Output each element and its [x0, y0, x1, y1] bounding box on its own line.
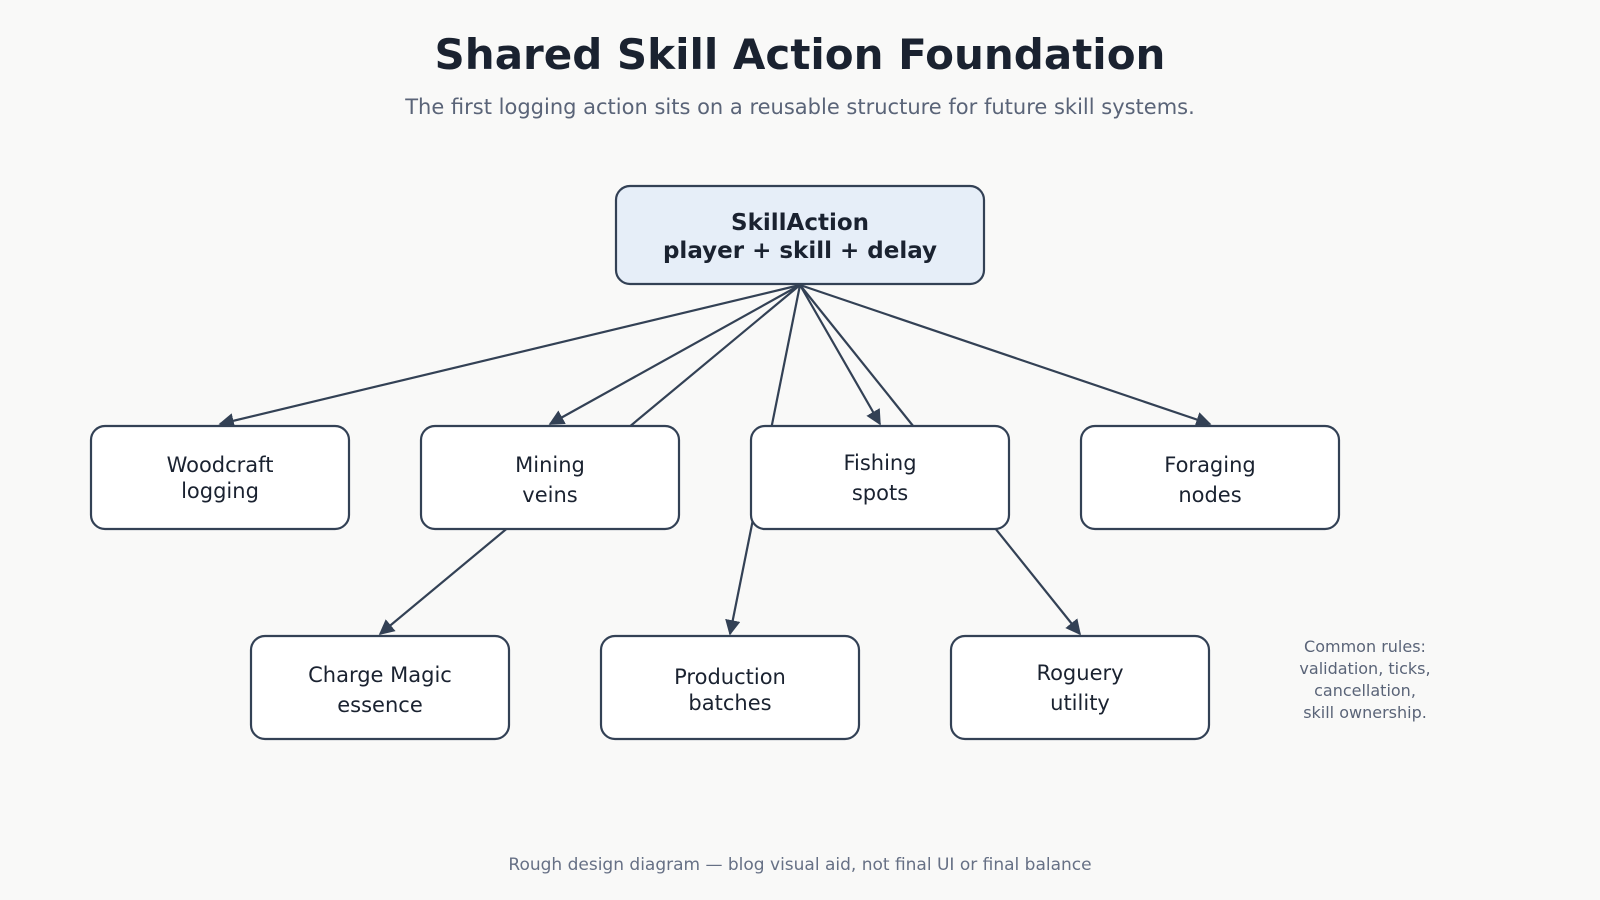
- node-fishing: Fishing spots: [749, 424, 1011, 531]
- arrow-mining: [548, 284, 801, 425]
- node-label-line2: utility: [1050, 691, 1110, 715]
- root-node-subtitle: player + skill + delay: [663, 238, 937, 264]
- node-label-line2: essence: [337, 693, 423, 717]
- node-label-line2: veins: [522, 483, 577, 507]
- node-roguery: Roguery utility: [949, 634, 1211, 741]
- node-label-line1: Foraging: [1164, 453, 1256, 477]
- arrow-foraging: [799, 283, 1212, 427]
- page-subtitle: The first logging action sits on a reusa…: [405, 95, 1195, 119]
- node-label-line2: batches: [688, 691, 771, 715]
- node-label-line1: Roguery: [1036, 661, 1123, 685]
- node-mining: Mining veins: [419, 424, 681, 531]
- node-charge-magic: Charge Magic essence: [249, 634, 511, 741]
- node-label-line1: Production: [674, 665, 786, 689]
- node-label-line1: Woodcraft: [167, 453, 274, 477]
- node-label-line1: Fishing: [843, 451, 916, 475]
- node-label-line2: logging: [181, 479, 259, 503]
- common-rules-note: Common rules: validation, ticks, cancell…: [1250, 636, 1480, 724]
- arrow-woodcraft: [218, 283, 801, 429]
- arrow-fishing: [799, 284, 881, 426]
- node-woodcraft: Woodcraft logging: [89, 424, 351, 531]
- root-node-title: SkillAction: [731, 210, 869, 236]
- node-label-line2: nodes: [1178, 483, 1241, 507]
- node-label-line2: spots: [852, 481, 908, 505]
- node-label-line1: Mining: [515, 453, 585, 477]
- note-line: Common rules:: [1304, 637, 1426, 656]
- node-production: Production batches: [599, 634, 861, 741]
- node-foraging: Foraging nodes: [1079, 424, 1341, 531]
- connector-group: [218, 283, 1212, 636]
- root-node-skillaction: SkillAction player + skill + delay: [614, 184, 986, 286]
- note-line: validation, ticks,: [1299, 659, 1431, 678]
- note-line: cancellation,: [1314, 681, 1416, 700]
- page-title: Shared Skill Action Foundation: [434, 30, 1166, 79]
- footer-caption: Rough design diagram — blog visual aid, …: [508, 855, 1092, 875]
- node-label-line1: Charge Magic: [308, 663, 452, 687]
- note-line: skill ownership.: [1303, 703, 1427, 722]
